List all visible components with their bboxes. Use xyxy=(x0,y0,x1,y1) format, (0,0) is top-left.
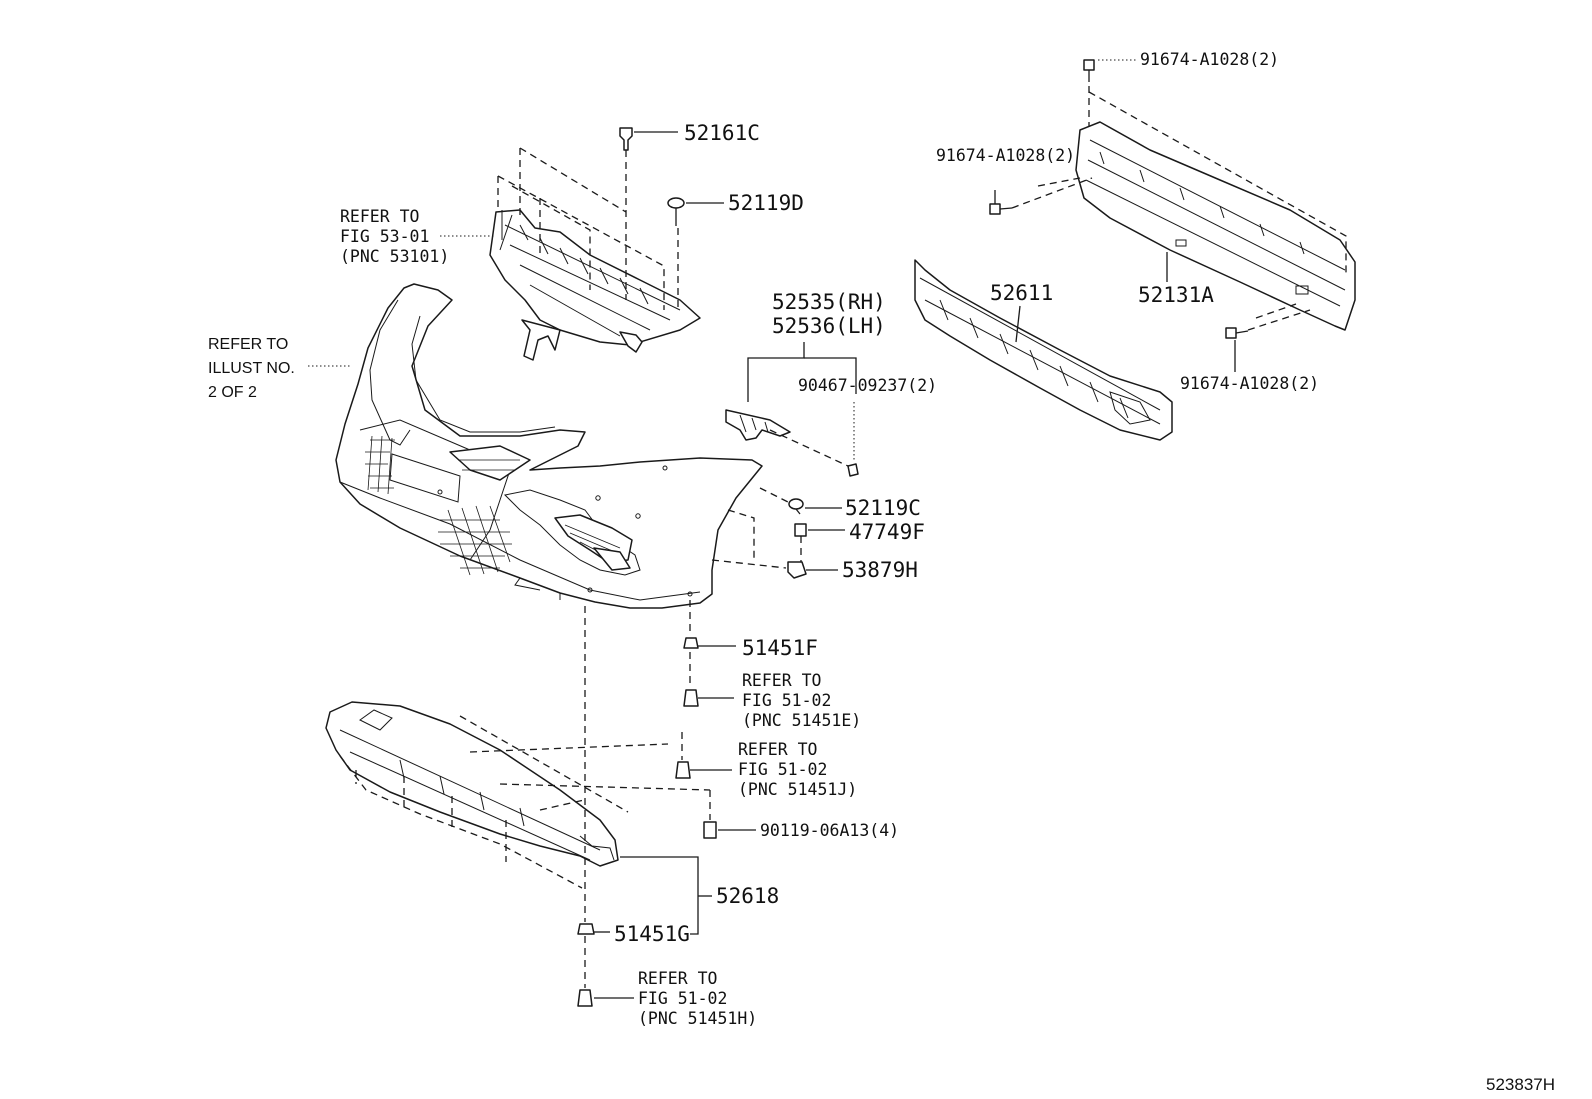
ref-grille-line1: REFER TO xyxy=(340,207,419,226)
label-90119: 90119-06A13(4) xyxy=(760,821,899,840)
ref-51451H-line1: REFER TO xyxy=(638,969,717,988)
ref-illust-line3: 2 OF 2 xyxy=(208,384,257,401)
ref-51451H-line2: FIG 51-02 xyxy=(638,989,727,1008)
label-91674-right: 91674-A1028(2) xyxy=(1180,374,1319,393)
label-52119C: 52119C xyxy=(845,496,921,520)
label-91674-left: 91674-A1028(2) xyxy=(936,146,1075,165)
ref-51451E-line1: REFER TO xyxy=(742,671,821,690)
label-52618: 52618 xyxy=(716,884,779,908)
fastener-icons xyxy=(577,59,1249,1007)
label-52119D: 52119D xyxy=(728,191,804,215)
label-91674-top: 91674-A1028(2) xyxy=(1140,50,1279,69)
figure-code: 523837H xyxy=(1486,1075,1555,1094)
ref-51451E-line2: FIG 51-02 xyxy=(742,691,831,710)
label-90467: 90467-09237(2) xyxy=(798,376,937,395)
engine-under-cover xyxy=(325,701,619,867)
label-52536-lh: 52536(LH) xyxy=(772,314,886,338)
ref-illust-line2: ILLUST NO. xyxy=(208,360,295,377)
ref-grille-line3: (PNC 53101) xyxy=(340,247,449,266)
part-labels: 52161C 52119D 52535(RH) 52536(LH) 90467-… xyxy=(614,50,1319,946)
ref-51451J-line3: (PNC 51451J) xyxy=(738,780,857,799)
reference-notes: REFER TO FIG 53-01 (PNC 53101) REFER TO … xyxy=(208,207,861,1028)
label-52161C: 52161C xyxy=(684,121,760,145)
label-53879H: 53879H xyxy=(842,558,918,582)
label-52535-rh: 52535(RH) xyxy=(772,290,886,314)
label-51451F: 51451F xyxy=(742,636,818,660)
ref-51451H-line3: (PNC 51451H) xyxy=(638,1009,757,1028)
ref-51451J-line1: REFER TO xyxy=(738,740,817,759)
ref-51451E-line3: (PNC 51451E) xyxy=(742,711,861,730)
label-51451G: 51451G xyxy=(614,922,690,946)
assembly-lines xyxy=(339,86,1347,988)
ref-51451J-line2: FIG 51-02 xyxy=(738,760,827,779)
ref-grille-line2: FIG 53-01 xyxy=(340,227,429,246)
energy-absorber xyxy=(914,259,1173,441)
radiator-grille xyxy=(489,209,701,361)
label-47749F: 47749F xyxy=(849,520,925,544)
bumper-reinforcement xyxy=(1075,121,1356,331)
label-52611: 52611 xyxy=(990,281,1053,305)
label-52131A: 52131A xyxy=(1138,283,1214,307)
bumper-cover xyxy=(335,283,763,609)
leader-lines xyxy=(308,59,1236,999)
ref-illust-line1: REFER TO xyxy=(208,336,288,353)
